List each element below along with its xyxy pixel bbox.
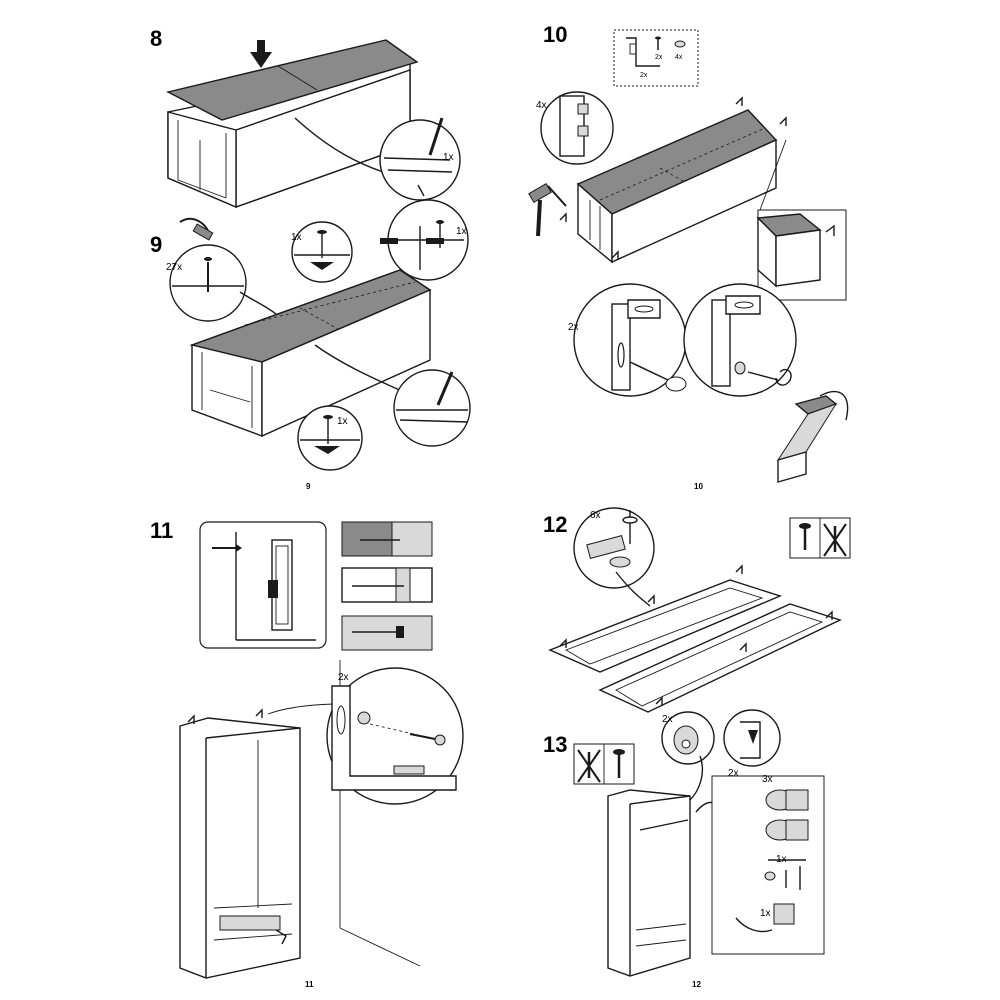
quantity-label: 27x [166, 262, 183, 273]
quantity-label: 1x [760, 908, 771, 919]
page-number: 10 [694, 482, 703, 491]
step-number-9: 9 [150, 232, 163, 257]
no-screw-icon [823, 523, 847, 557]
hammer-icon [428, 117, 444, 156]
quantity-label: 1x [337, 416, 348, 427]
quantity-label: 1x [456, 226, 467, 237]
nail-icon [204, 257, 212, 292]
page-number: 11 [305, 980, 314, 989]
quantity-label: 4x [675, 54, 683, 61]
hinge-icon [765, 789, 809, 841]
quantity-label: 2x [640, 72, 648, 79]
step-number-8: 8 [150, 26, 163, 51]
page-number: 9 [306, 482, 311, 491]
screw-icon [613, 749, 625, 778]
quantity-label: 1x [776, 854, 787, 865]
no-screw-icon [577, 749, 601, 783]
step-11-illustration [179, 521, 464, 979]
screw-icon [799, 523, 811, 550]
screw-icon [655, 36, 661, 50]
hammer-icon [179, 217, 214, 241]
screwdriver-icon [629, 361, 687, 392]
screw-icon [212, 544, 242, 552]
quantity-label: 1x [443, 152, 454, 163]
quantity-label: 6x [590, 510, 601, 521]
screw-icon [409, 733, 446, 746]
quantity-label: 1x [291, 232, 302, 243]
quantity-label: 3x [762, 774, 773, 785]
step-number-13: 13 [543, 732, 568, 757]
step-8-illustration [166, 39, 461, 209]
quantity-label: 2x [655, 54, 663, 61]
quantity-label: 2x [728, 768, 739, 779]
step-10-illustration [528, 29, 849, 483]
step-9-illustration [169, 199, 471, 471]
step-number-10: 10 [543, 22, 568, 47]
quantity-label: 2x [662, 714, 673, 725]
quantity-label: 2x [338, 672, 349, 683]
step-number-11: 11 [150, 518, 174, 543]
step-12-illustration [548, 507, 851, 713]
step-number-12: 12 [543, 512, 568, 537]
quantity-label: 2x [568, 322, 579, 333]
step-13-illustration [573, 709, 825, 977]
arrow-down-icon [250, 40, 272, 68]
wall-plug-icon [776, 395, 838, 483]
quantity-label: 4x [536, 100, 547, 111]
hammer-icon [528, 182, 567, 237]
page-number: 12 [692, 980, 701, 989]
